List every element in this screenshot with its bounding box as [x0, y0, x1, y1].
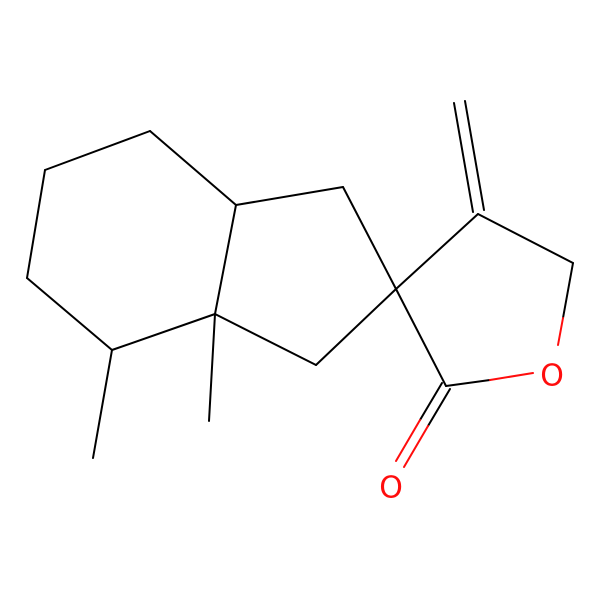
bond: [111, 313, 216, 351]
bond: [453, 102, 474, 213]
methylene-double-bond: [453, 100, 485, 213]
bond: [26, 277, 113, 351]
bond: [419, 382, 443, 421]
bond: [427, 388, 451, 427]
bond: [557, 317, 564, 346]
bond: [44, 130, 151, 171]
bond: [208, 313, 216, 422]
bond: [214, 204, 237, 315]
bond: [342, 186, 397, 290]
bond: [403, 425, 429, 468]
bond: [315, 288, 397, 366]
bond: [562, 262, 574, 319]
bond: [395, 419, 421, 462]
bond: [395, 288, 447, 387]
methyl-groups: [92, 313, 216, 459]
cyclopentane-ring: [214, 186, 397, 366]
bond: [489, 372, 534, 381]
bond: [26, 169, 46, 279]
carbonyl-oxygen-label: O: [379, 471, 403, 506]
carbonyl-double-bond: [395, 382, 451, 468]
bond: [92, 349, 113, 459]
ring-oxygen-label: O: [540, 359, 564, 394]
lactone-ring: [395, 213, 574, 387]
bond: [464, 100, 485, 211]
cyclohexane-ring: [26, 130, 237, 351]
bond: [214, 313, 317, 366]
bond: [445, 379, 491, 387]
bond: [235, 186, 344, 206]
bond: [477, 213, 574, 264]
bond: [149, 130, 237, 206]
bond: [395, 213, 479, 290]
